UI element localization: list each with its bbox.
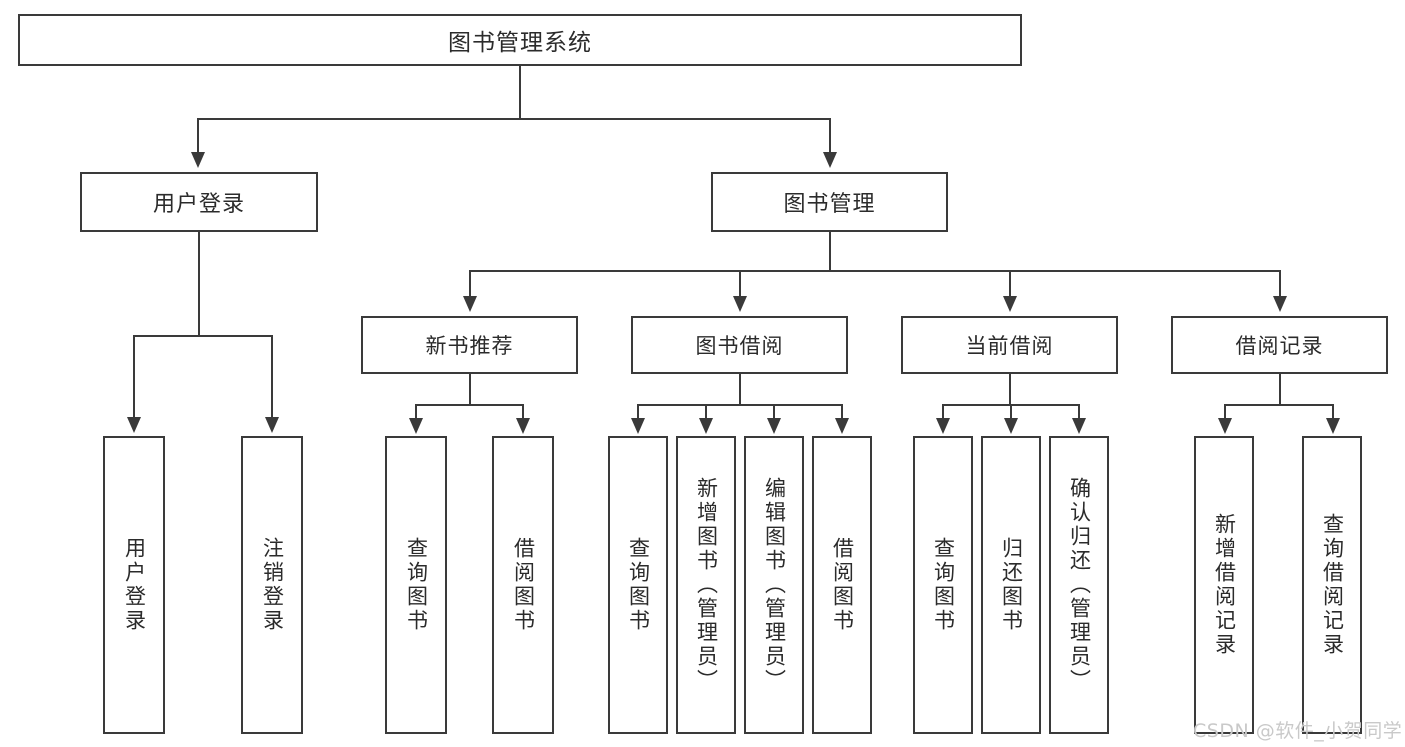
edge-cb-child-2 [1010, 404, 1012, 418]
arrowhead-bb-child-3 [767, 418, 781, 434]
edge-to-leaf-logout [271, 335, 273, 417]
edge-borrow-record-bus [1224, 404, 1334, 406]
node-new-book-recommend[interactable]: 新书推荐 [361, 316, 578, 374]
edge-to-new-book-recommend [469, 270, 471, 296]
edge-user-login-stem [198, 232, 200, 336]
node-current-borrow[interactable]: 当前借阅 [901, 316, 1118, 374]
edge-book-borrow-stem [739, 374, 741, 406]
edge-to-borrow-record [1279, 270, 1281, 296]
edge-to-current-borrow [1009, 270, 1011, 296]
edge-br-child-2 [1332, 404, 1334, 418]
leaf-query-borrow-record[interactable]: 查询借阅记录 [1302, 436, 1362, 734]
leaf-user-login-label: 用户登录 [122, 537, 147, 633]
edge-borrow-record-stem [1279, 374, 1281, 406]
edge-book-management-stem [829, 232, 831, 272]
leaf-query-book-current[interactable]: 查询图书 [913, 436, 973, 734]
edge-level2-bus [197, 118, 831, 120]
edge-bb-child-2 [705, 404, 707, 418]
edge-current-borrow-stem [1009, 374, 1011, 406]
leaf-query-borrow-record-label: 查询借阅记录 [1320, 513, 1345, 657]
arrowhead-br-child-2 [1326, 418, 1340, 434]
edge-user-login-bus [133, 335, 273, 337]
leaf-borrow-book[interactable]: 借阅图书 [812, 436, 872, 734]
node-root-book-management-system[interactable]: 图书管理系统 [18, 14, 1022, 66]
node-book-management[interactable]: 图书管理 [711, 172, 948, 232]
arrowhead-to-current-borrow [1003, 296, 1017, 312]
leaf-user-login[interactable]: 用户登录 [103, 436, 165, 734]
leaf-query-book-recommend-label: 查询图书 [404, 537, 429, 633]
leaf-query-book-current-label: 查询图书 [931, 537, 956, 633]
edge-bb-child-3 [773, 404, 775, 418]
node-book-borrow[interactable]: 图书借阅 [631, 316, 848, 374]
arrowhead-to-borrow-record [1273, 296, 1287, 312]
edge-to-leaf-user-login [133, 335, 135, 417]
leaf-return-book[interactable]: 归还图书 [981, 436, 1041, 734]
leaf-logout[interactable]: 注销登录 [241, 436, 303, 734]
edge-book-borrow-bus [637, 404, 843, 406]
edge-new-book-recommend-stem [469, 374, 471, 406]
arrowhead-cb-child-3 [1072, 418, 1086, 434]
edge-nbr-child-1 [415, 404, 417, 418]
leaf-confirm-return-admin[interactable]: 确认归还（管理员） [1049, 436, 1109, 734]
arrowhead-nbr-child-2 [516, 418, 530, 434]
leaf-borrow-book-recommend[interactable]: 借阅图书 [492, 436, 554, 734]
edge-cb-child-3 [1078, 404, 1080, 418]
arrowhead-nbr-child-1 [409, 418, 423, 434]
node-root-label: 图书管理系统 [448, 30, 592, 56]
node-user-login[interactable]: 用户登录 [80, 172, 318, 232]
leaf-add-book-admin[interactable]: 新增图书（管理员） [676, 436, 736, 734]
edge-level3-bus [469, 270, 1280, 272]
edge-new-book-recommend-bus [415, 404, 524, 406]
leaf-edit-book-admin-label: 编辑图书（管理员） [762, 477, 787, 693]
arrowhead-to-book-management [823, 152, 837, 168]
node-new-book-recommend-label: 新书推荐 [425, 334, 514, 358]
edge-bb-child-1 [637, 404, 639, 418]
leaf-logout-label: 注销登录 [260, 537, 285, 633]
edge-to-book-management [829, 118, 831, 152]
leaf-return-book-label: 归还图书 [999, 537, 1024, 633]
leaf-edit-book-admin[interactable]: 编辑图书（管理员） [744, 436, 804, 734]
node-current-borrow-label: 当前借阅 [965, 334, 1054, 358]
arrowhead-cb-child-2 [1004, 418, 1018, 434]
node-book-management-label: 图书管理 [783, 192, 876, 217]
leaf-borrow-book-label: 借阅图书 [830, 537, 855, 633]
arrowhead-to-book-borrow [733, 296, 747, 312]
arrowhead-to-leaf-user-login [127, 417, 141, 433]
edge-cb-child-1 [942, 404, 944, 418]
leaf-confirm-return-admin-label: 确认归还（管理员） [1067, 477, 1092, 693]
arrowhead-to-user-login [191, 152, 205, 168]
edge-root-stem [519, 66, 521, 118]
leaf-query-book-borrow[interactable]: 查询图书 [608, 436, 668, 734]
leaf-query-book-recommend[interactable]: 查询图书 [385, 436, 447, 734]
arrowhead-br-child-1 [1218, 418, 1232, 434]
arrowhead-cb-child-1 [936, 418, 950, 434]
leaf-add-book-admin-label: 新增图书（管理员） [694, 477, 719, 693]
edge-to-user-login [197, 118, 199, 152]
edge-nbr-child-2 [522, 404, 524, 418]
arrowhead-bb-child-4 [835, 418, 849, 434]
leaf-borrow-book-recommend-label: 借阅图书 [511, 537, 536, 633]
arrowhead-bb-child-1 [631, 418, 645, 434]
edge-to-book-borrow [739, 270, 741, 296]
leaf-add-borrow-record-label: 新增借阅记录 [1212, 513, 1237, 657]
leaf-query-book-borrow-label: 查询图书 [626, 537, 651, 633]
node-user-login-label: 用户登录 [152, 192, 245, 217]
node-borrow-record-label: 借阅记录 [1235, 334, 1324, 358]
arrowhead-to-new-book-recommend [463, 296, 477, 312]
node-borrow-record[interactable]: 借阅记录 [1171, 316, 1388, 374]
edge-br-child-1 [1224, 404, 1226, 418]
arrowhead-bb-child-2 [699, 418, 713, 434]
leaf-add-borrow-record[interactable]: 新增借阅记录 [1194, 436, 1254, 734]
edge-bb-child-4 [841, 404, 843, 418]
arrowhead-to-leaf-logout [265, 417, 279, 433]
node-book-borrow-label: 图书借阅 [695, 334, 784, 358]
